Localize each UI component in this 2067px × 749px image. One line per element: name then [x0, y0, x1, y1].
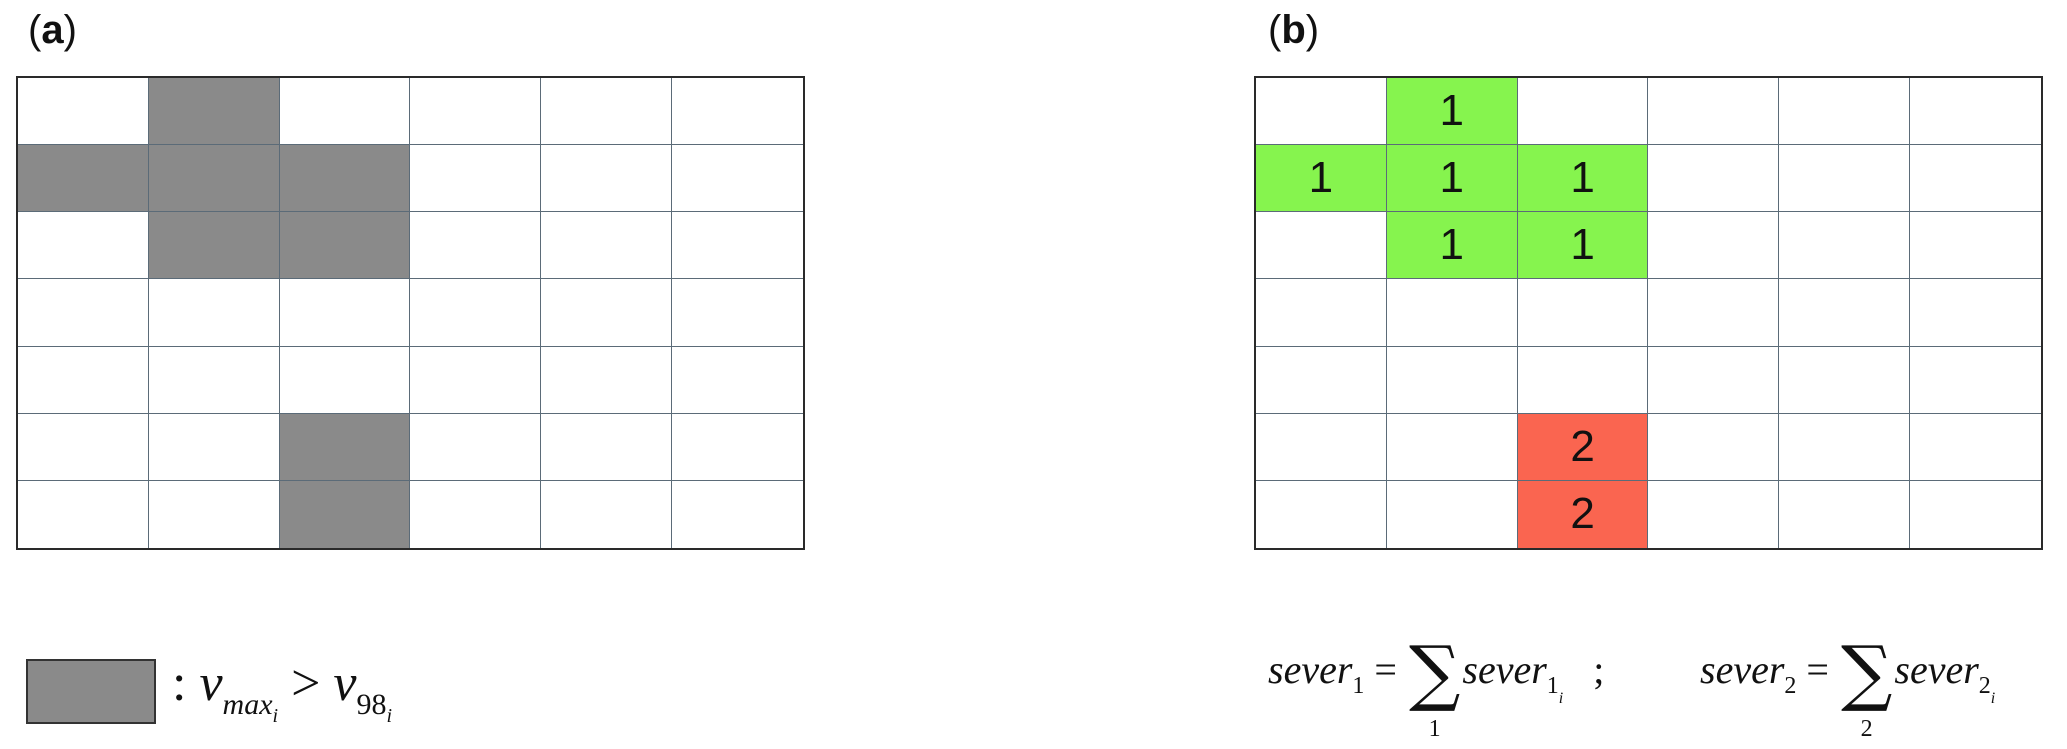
grid-cell	[541, 279, 673, 347]
grid-cell	[18, 413, 149, 481]
grid-cell	[410, 212, 542, 280]
grid-cell	[672, 481, 803, 548]
grid-cell	[1910, 414, 2041, 481]
panel-a-label: (a)	[28, 8, 77, 52]
shaded-cell	[279, 212, 411, 280]
grid-cell	[1517, 279, 1649, 347]
grid-cell	[410, 480, 542, 548]
grid-cell	[1648, 480, 1780, 548]
shaded-cell	[148, 212, 280, 280]
event-cell-2: 2	[1517, 480, 1649, 548]
grid-cell	[1910, 279, 2041, 347]
grid-cell	[1648, 279, 1780, 347]
grid-cell	[1517, 346, 1649, 414]
grid-cell	[541, 346, 673, 414]
grid-cell	[1779, 145, 1911, 213]
grid-cell	[279, 346, 411, 414]
grid-cell	[541, 145, 673, 213]
grid-cell	[18, 346, 149, 414]
grid-cell	[1256, 346, 1387, 414]
grid-cell	[672, 414, 803, 481]
shaded-cell	[18, 145, 149, 213]
grid-cell	[18, 212, 149, 280]
grid-cell	[18, 78, 149, 146]
sum-symbol-1: ∑1	[1408, 630, 1461, 742]
event-cell-2: 2	[1517, 413, 1649, 481]
grid-cell	[1387, 480, 1518, 548]
grid-cell	[1386, 346, 1518, 414]
event-cell-1: 1	[1256, 145, 1387, 213]
grid-cell	[1256, 212, 1387, 280]
shaded-cell	[279, 145, 411, 213]
panel-b-label: (b)	[1268, 8, 1320, 52]
grid-cell	[1779, 480, 1911, 548]
grid-cell	[1517, 78, 1649, 146]
grid-cell	[1779, 346, 1911, 414]
grid-cell	[410, 78, 542, 146]
grid-cell	[148, 279, 280, 347]
shaded-cell	[148, 78, 280, 146]
grid-cell	[1910, 78, 2041, 146]
grid-cell	[1386, 279, 1518, 347]
grid-cell	[18, 480, 149, 548]
event-cell-1: 1	[1386, 212, 1518, 280]
grid-cell	[1779, 413, 1911, 481]
grid-cell	[1648, 346, 1780, 414]
grid-cell	[410, 145, 542, 213]
grid-cell	[1910, 212, 2041, 280]
grid-cell	[279, 78, 411, 146]
grid-cell	[1386, 413, 1518, 481]
grid-cell	[1779, 212, 1911, 280]
grid-cell	[541, 480, 673, 548]
grid-cell	[672, 279, 803, 347]
grid-cell	[148, 346, 280, 414]
grid-cell	[1910, 145, 2041, 213]
grid-cell	[1648, 212, 1780, 280]
grid-cell	[672, 347, 803, 414]
legend-gray-swatch	[26, 659, 156, 724]
grid-cell	[279, 279, 411, 347]
grid-cell	[1779, 78, 1911, 146]
grid-cell	[1256, 279, 1387, 347]
grid-cell	[1256, 480, 1387, 548]
panel-a-grid	[16, 76, 805, 550]
grid-cell	[672, 212, 803, 280]
grid-cell	[148, 413, 280, 481]
grid-cell	[410, 346, 542, 414]
grid-cell	[1910, 347, 2041, 414]
grid-cell	[541, 212, 673, 280]
grid-cell	[541, 78, 673, 146]
grid-cell	[18, 279, 149, 347]
grid-cell	[1648, 78, 1780, 146]
grid-cell	[1648, 413, 1780, 481]
grid-cell	[1779, 279, 1911, 347]
event-cell-1: 1	[1386, 78, 1518, 146]
shaded-cell	[279, 480, 411, 548]
shaded-cell	[148, 145, 280, 213]
grid-cell	[1648, 145, 1780, 213]
grid-cell	[1256, 413, 1387, 481]
grid-cell	[1256, 78, 1387, 146]
event-cell-1: 1	[1517, 212, 1649, 280]
grid-cell	[672, 145, 803, 213]
grid-cell	[672, 78, 803, 146]
sum-symbol-2: ∑2	[1840, 630, 1893, 742]
grid-cell	[410, 413, 542, 481]
grid-cell	[149, 480, 280, 548]
event-cell-1: 1	[1517, 145, 1649, 213]
legend-condition-text: : vmaxi > v98i	[172, 655, 393, 727]
shaded-cell	[279, 413, 411, 481]
grid-cell	[410, 279, 542, 347]
event-cell-1: 1	[1386, 145, 1518, 213]
grid-cell	[541, 413, 673, 481]
grid-cell	[1910, 481, 2041, 548]
